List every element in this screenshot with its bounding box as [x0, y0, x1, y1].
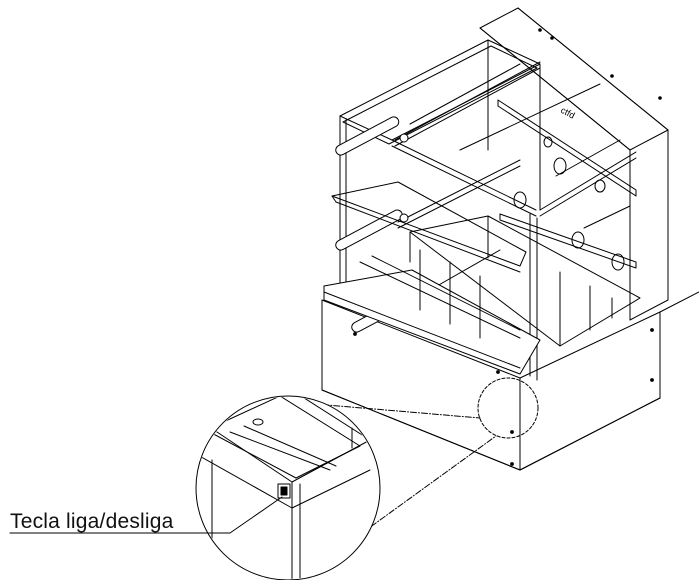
callout-label: Tecla liga/desliga — [10, 510, 174, 533]
rear-housing: ctfd — [480, 8, 668, 320]
base-cabinet — [322, 292, 699, 470]
upper-frame — [340, 40, 636, 380]
callout-leader — [10, 497, 282, 533]
middle-rails — [332, 100, 636, 272]
svg-text:ctfd: ctfd — [559, 105, 577, 121]
rear-wall-hardware — [514, 137, 630, 270]
lower-tray — [324, 216, 640, 374]
detail-view — [196, 380, 380, 580]
